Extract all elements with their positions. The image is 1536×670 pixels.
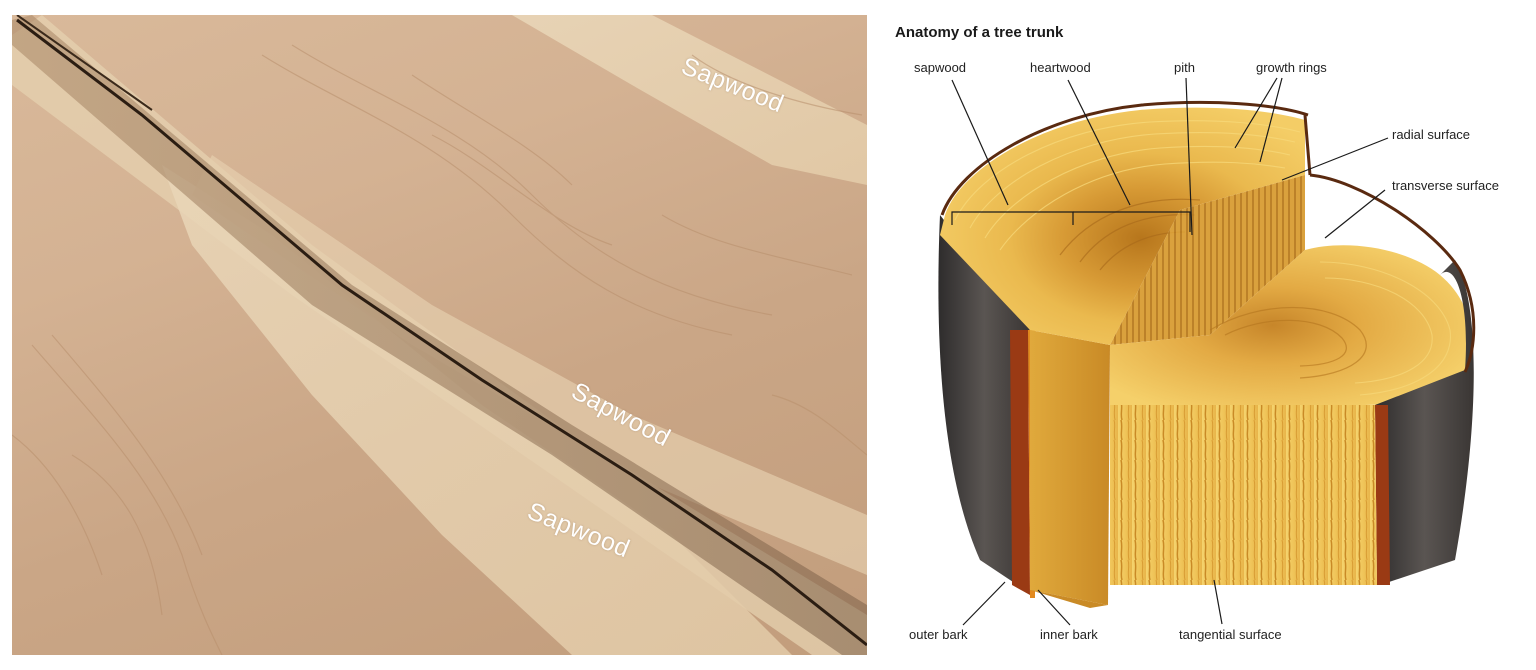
diagram-title: Anatomy of a tree trunk xyxy=(895,24,1064,41)
callout-growth-rings: growth rings xyxy=(1256,60,1327,75)
callout-heartwood: heartwood xyxy=(1030,60,1091,75)
callout-tangential-surface: tangential surface xyxy=(1179,627,1282,642)
callout-inner-bark: inner bark xyxy=(1040,627,1098,642)
callout-radial-surface: radial surface xyxy=(1392,127,1471,142)
callout-pith: pith xyxy=(1174,60,1195,75)
callout-outer-bark: outer bark xyxy=(909,627,968,642)
wood-grain-illustration xyxy=(12,15,867,655)
tree-trunk-diagram: Anatomy of a tree trunk xyxy=(880,0,1536,670)
wood-boards-photo: Sapwood Sapwood Sapwood xyxy=(12,15,867,655)
callout-sapwood: sapwood xyxy=(914,60,967,75)
callout-transverse-surface: transverse surface xyxy=(1392,178,1499,193)
trunk-cutaway-illustration xyxy=(938,77,1476,626)
